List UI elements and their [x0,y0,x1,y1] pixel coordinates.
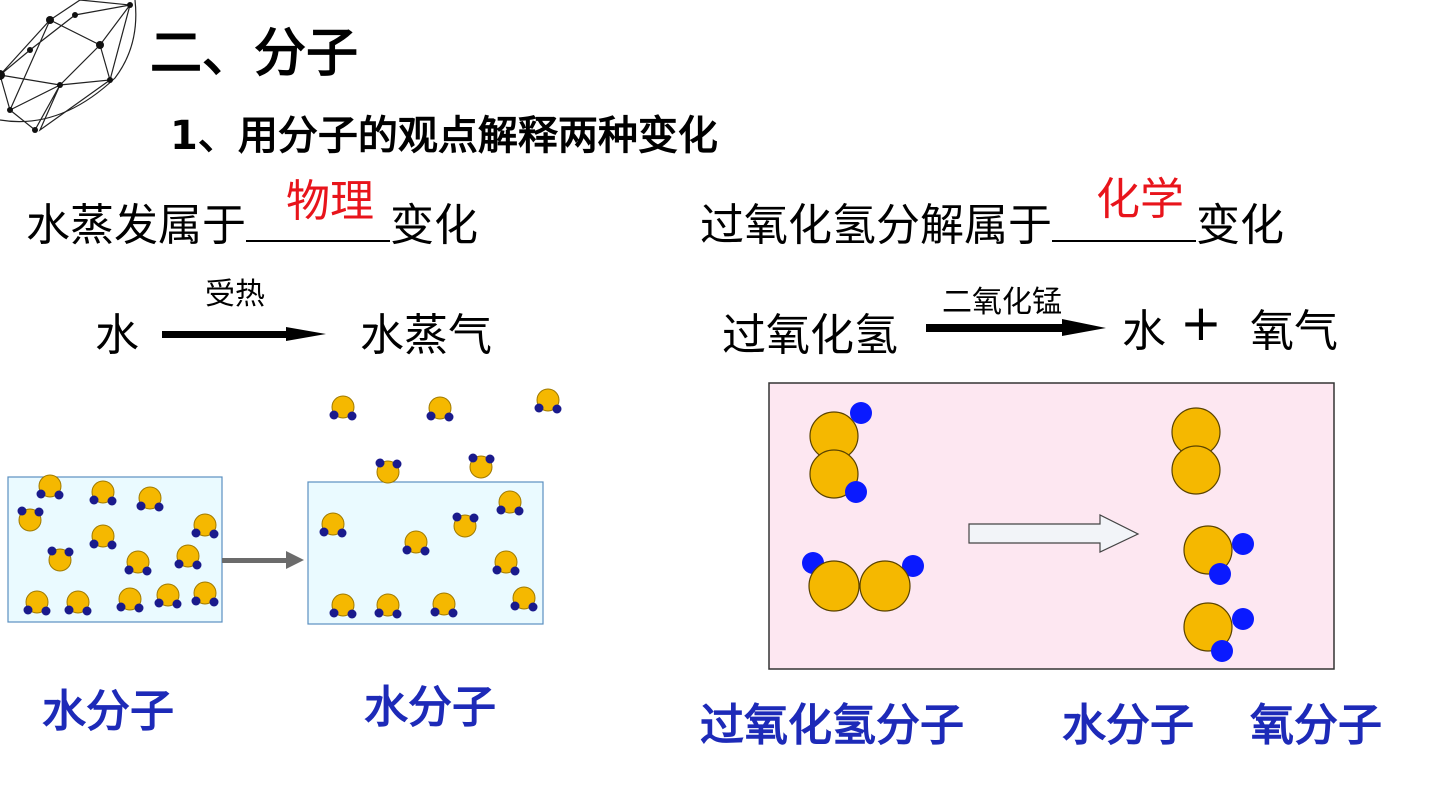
plus-sign: + [1180,294,1222,352]
hydrogen-peroxide-molecules [802,402,924,612]
label-water-molecule-product: 水分子 [1062,700,1194,751]
left-answer: 物理 [286,176,374,227]
right-answer-blank [1052,200,1196,242]
page-title: 二、分子 [150,24,359,84]
right-answer: 化学 [1096,174,1184,225]
right-equation-arrow [926,319,1106,336]
phase-change-arrow [222,551,304,569]
right-reactant: 过氧化氢 [722,310,898,361]
right-question-prefix: 过氧化氢分解属于 [700,200,1052,251]
left-question: 水蒸发属于 变化 [26,200,478,248]
left-condition: 受热 [205,277,265,312]
right-question-suffix: 变化 [1196,200,1284,251]
section-subtitle: 1、用分子的观点解释两种变化 [170,113,718,159]
right-product-oxygen: 氧气 [1250,306,1338,357]
left-answer-blank [246,200,390,242]
right-question: 过氧化氢分解属于 变化 [700,200,1284,248]
left-product: 水蒸气 [360,310,492,361]
right-product-water: 水 [1122,306,1166,357]
left-reactant: 水 [95,310,139,361]
right-condition: 二氧化锰 [942,285,1062,320]
left-question-prefix: 水蒸发属于 [26,200,246,251]
reaction-arrow [968,514,1140,553]
water-molecules-product [1183,525,1254,662]
left-question-suffix: 变化 [390,200,478,251]
label-hydrogen-peroxide-molecule: 过氧化氢分子 [700,700,964,751]
left-equation-arrow [162,327,326,341]
label-oxygen-molecule: 氧分子 [1250,700,1382,751]
label-water-molecule-liquid: 水分子 [42,686,174,737]
oxygen-molecule [1171,407,1221,495]
network-decoration-icon [0,0,137,133]
label-water-molecule-vapor: 水分子 [364,682,496,733]
